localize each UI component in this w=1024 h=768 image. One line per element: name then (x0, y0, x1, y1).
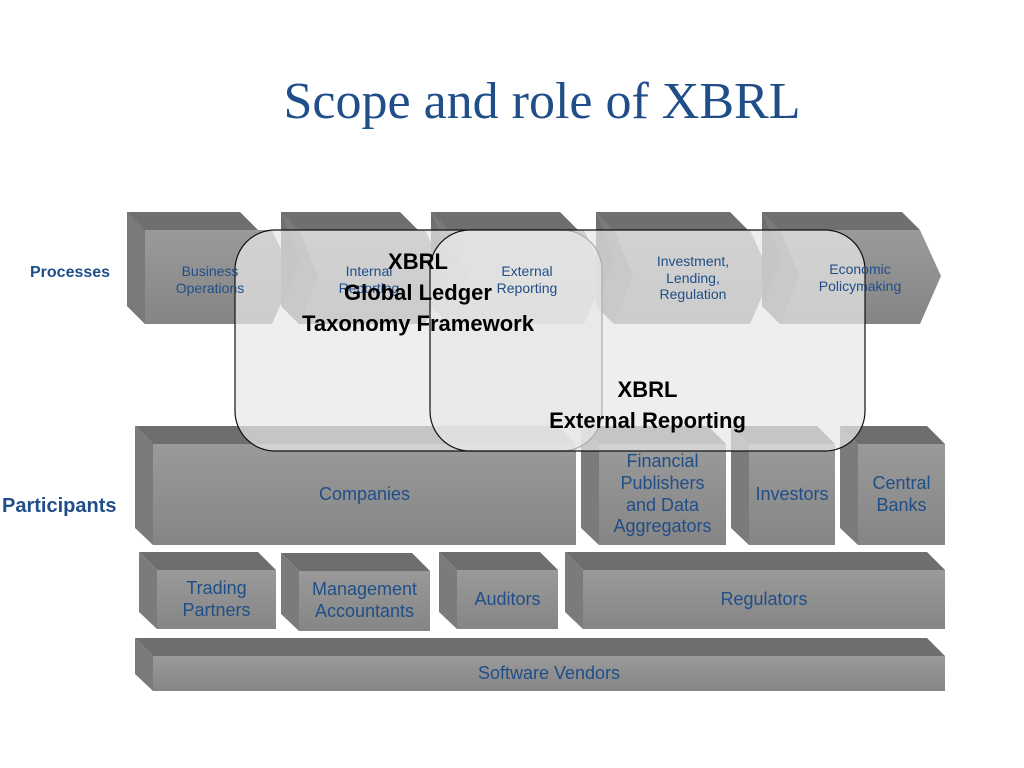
process-external-reporting: External Reporting (496, 263, 558, 296)
participant-trading-partners: Trading Partners (182, 577, 251, 620)
participant-auditors: Auditors (474, 588, 541, 609)
xbrl-external-reporting-caption: XBRL External Reporting (549, 377, 746, 433)
participant-regulators: Regulators (720, 588, 808, 609)
participant-management-accountants: Management Accountants (311, 579, 418, 621)
xbrl-external-reporting-region (429, 229, 866, 452)
participant-financial-publishers: Financial Publishers and Data Aggregator… (613, 451, 712, 537)
participant-central-banks: Central Banks (872, 472, 931, 515)
box-investors-shape (731, 426, 835, 545)
participants-row-label: Participants (2, 495, 117, 517)
participant-companies: Companies (318, 483, 411, 504)
process-business-operations: Business Operations (175, 263, 245, 296)
xbrl-global-ledger-caption: XBRL Global Ledger Taxonomy Framework (302, 249, 534, 336)
box-software-vendors-shape (135, 638, 945, 691)
box-regulators-shape (565, 552, 945, 629)
participant-software-vendors: Software Vendors (477, 662, 621, 683)
box-auditors-shape (439, 552, 558, 629)
process-investment-lending-regulation: Investment, Lending, Regulation (656, 252, 730, 303)
box-management-accountants-shape (281, 553, 430, 631)
process-economic-policymaking: Economic Policymaking (818, 261, 902, 294)
process-internal-reporting: Internal Reporting (338, 263, 400, 296)
box-central-banks-shape (840, 426, 945, 545)
participant-investors: Investors (755, 483, 829, 504)
processes-row-label: Processes (30, 264, 111, 281)
slide-title: Scope and role of XBRL (283, 73, 801, 130)
box-trading-partners-shape (139, 552, 276, 629)
